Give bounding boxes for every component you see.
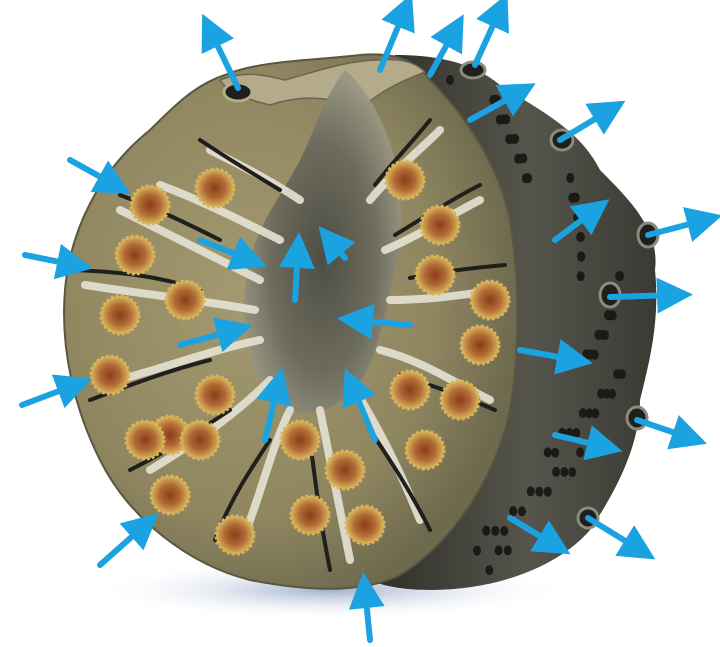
ostium-icon [613, 369, 621, 379]
choanocyte-chamber-icon [441, 381, 479, 419]
choanocyte-chamber-icon [416, 256, 454, 294]
ostium-icon [577, 271, 585, 281]
incurrent-arrow-icon [25, 255, 75, 265]
excurrent-arrow-icon [475, 10, 500, 65]
ostium-icon [572, 193, 580, 203]
choanocyte-chamber-icon [386, 161, 424, 199]
ostium-icon [502, 114, 510, 124]
ostium-icon [495, 545, 503, 555]
ostium-icon [485, 565, 493, 575]
ostium-icon [551, 448, 559, 458]
ostium-icon [519, 153, 527, 163]
ostium-icon [500, 526, 508, 536]
ostium-icon [582, 349, 590, 359]
ostium-icon [504, 545, 512, 555]
ostium-icon [518, 506, 526, 516]
ostium-icon [509, 506, 517, 516]
excurrent-arrow-icon [610, 295, 675, 297]
ostium-icon [577, 251, 585, 261]
ostium-icon [566, 173, 574, 183]
ostium-icon [524, 173, 532, 183]
choanocyte-chamber-icon [166, 281, 204, 319]
ostium-icon [544, 487, 552, 497]
ostium-icon [527, 486, 535, 496]
ostium-icon [579, 408, 587, 418]
choanocyte-chamber-icon [131, 186, 169, 224]
excurrent-arrow-icon [588, 518, 640, 550]
ostium-icon [552, 467, 560, 477]
choanocyte-chamber-icon [101, 296, 139, 334]
excurrent-arrow-icon [637, 420, 690, 438]
choanocyte-chamber-icon [216, 516, 254, 554]
ostium-icon [446, 75, 454, 85]
choanocyte-chamber-icon [326, 451, 364, 489]
choanocyte-chamber-icon [181, 421, 219, 459]
incurrent-arrow-icon [100, 525, 145, 565]
choanocyte-chamber-icon [291, 496, 329, 534]
choanocyte-chamber-icon [391, 371, 429, 409]
ostium-icon [491, 526, 499, 536]
ostium-icon [597, 389, 605, 399]
choanocyte-chamber-icon [196, 376, 234, 414]
choanocyte-chamber-icon [281, 421, 319, 459]
choanocyte-chamber-icon [421, 206, 459, 244]
ostium-icon [535, 487, 543, 497]
choanocyte-chamber-icon [126, 421, 164, 459]
ostium-icon [544, 447, 552, 457]
ostium-icon [560, 467, 568, 477]
ostium-icon [615, 271, 623, 281]
ostium-icon [568, 467, 576, 477]
choanocyte-chamber-icon [461, 326, 499, 364]
choanocyte-chamber-icon [196, 169, 234, 207]
choanocyte-chamber-icon [151, 476, 189, 514]
excurrent-arrow-icon [560, 110, 610, 140]
ostium-icon [594, 330, 602, 340]
excurrent-arrow-icon [295, 250, 298, 300]
ostium-icon [511, 134, 519, 144]
ostium-icon [604, 310, 612, 320]
choanocyte-chamber-icon [116, 236, 154, 274]
ostium-icon [576, 447, 584, 457]
incurrent-arrow-icon [22, 385, 75, 405]
choanocyte-chamber-icon [91, 356, 129, 394]
choanocyte-chamber-icon [346, 506, 384, 544]
ostium-icon [577, 232, 585, 242]
choanocyte-chamber-icon [406, 431, 444, 469]
ostium-icon [482, 526, 490, 536]
choanocyte-chamber-icon [471, 281, 509, 319]
ostium-icon [473, 546, 481, 556]
